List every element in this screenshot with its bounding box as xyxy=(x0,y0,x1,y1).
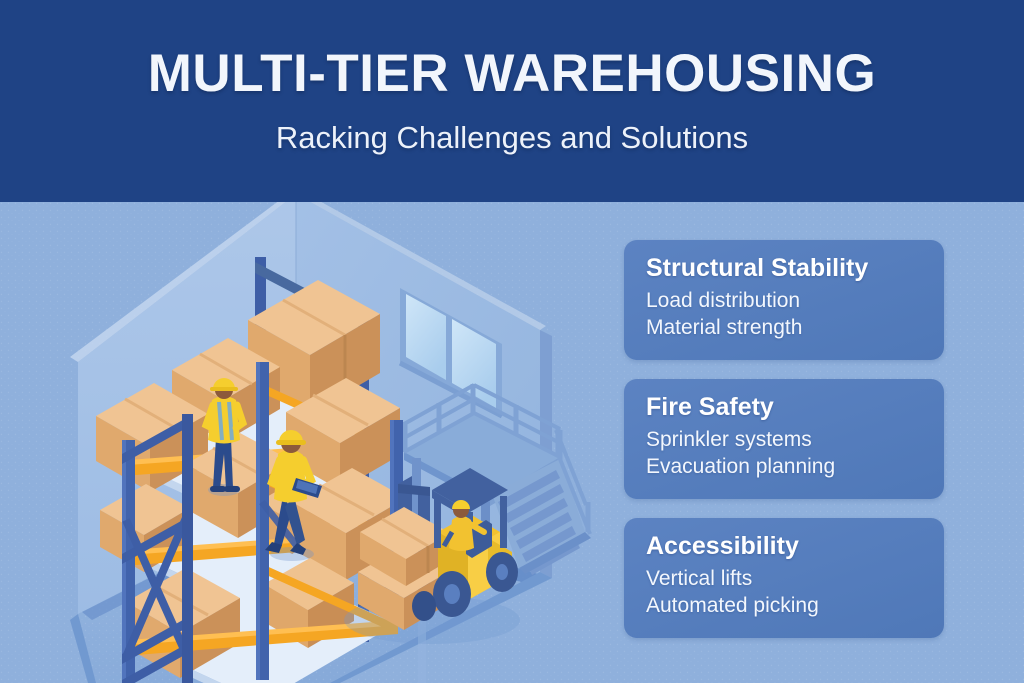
rack-end-frame xyxy=(122,414,193,683)
card-accessibility[interactable]: Accessibility Vertical lifts Automated p… xyxy=(624,518,944,638)
card-line: Load distribution xyxy=(646,288,801,312)
worker-walking xyxy=(265,430,322,561)
page-title: MULTI-TIER WAREHOUSING xyxy=(147,44,877,104)
card-line: Automated picking xyxy=(646,594,819,618)
card-structural-stability[interactable]: Structural Stability Load distribution M… xyxy=(624,240,944,360)
header-banner: MULTI-TIER WAREHOUSING Racking Challenge… xyxy=(0,0,1024,202)
forklift-driver xyxy=(449,500,487,551)
forklift-wheels xyxy=(412,552,518,621)
card-title: Accessibility xyxy=(646,532,799,560)
worker-on-shelf xyxy=(201,378,248,496)
card-title: Fire Safety xyxy=(646,393,774,421)
forklift xyxy=(344,468,520,644)
challenges-card-list: Structural Stability Load distribution M… xyxy=(624,240,944,657)
pallet-racking xyxy=(96,257,406,683)
forklift-load xyxy=(358,507,450,630)
card-line: Evacuation planning xyxy=(646,455,836,479)
card-line: Sprinkler systems xyxy=(646,427,812,451)
wall-window xyxy=(398,288,504,419)
stairs xyxy=(492,429,592,575)
card-title: Structural Stability xyxy=(646,254,869,282)
page-subtitle: Racking Challenges and Solutions xyxy=(275,119,749,155)
card-line: Vertical lifts xyxy=(646,566,753,590)
card-line: Material strength xyxy=(646,316,803,340)
card-fire-safety[interactable]: Fire Safety Sprinkler systems Evacuation… xyxy=(624,379,944,499)
